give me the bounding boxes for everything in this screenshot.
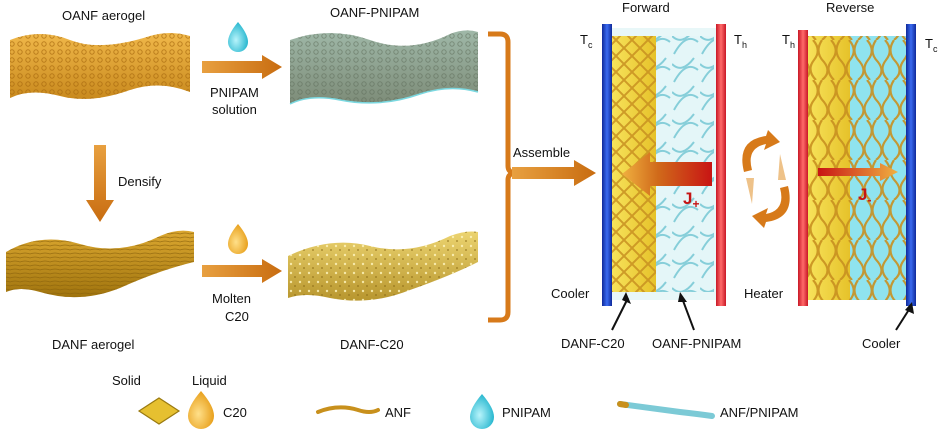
solid-c20-icon xyxy=(137,397,181,425)
oanf-aerogel-label: OANF aerogel xyxy=(62,8,145,23)
legend-pnipam-label: PNIPAM xyxy=(502,405,551,420)
c20-arrow xyxy=(202,259,282,283)
assemble-arrow xyxy=(512,160,596,186)
reverse-cooler-label: Cooler xyxy=(862,336,901,351)
reverse-flux-label: J- xyxy=(858,185,871,207)
pnipam-droplet-icon xyxy=(228,22,248,52)
forward-flux-arrow xyxy=(622,152,712,196)
reverse-cooler-pointer xyxy=(895,307,911,331)
oanf-pnipam-label: OANF-PNIPAM xyxy=(330,5,419,20)
forward-tc: Tc xyxy=(580,32,593,50)
legend-c20-label: C20 xyxy=(223,405,247,420)
molten-c20-line2: C20 xyxy=(225,309,249,324)
anf-fiber-icon xyxy=(316,405,380,414)
forward-danf-c20-label: DANF-C20 xyxy=(561,336,625,351)
switch-cycle-icon xyxy=(742,130,790,228)
forward-th: Th xyxy=(734,32,747,50)
legend-liquid-label: Liquid xyxy=(192,373,227,388)
liquid-c20-icon xyxy=(188,391,214,429)
forward-hot-plate xyxy=(716,24,726,306)
densify-arrow xyxy=(86,145,114,222)
legend: Solid Liquid C20 ANF PNIPAM ANF/PNIPAM xyxy=(112,373,799,429)
anf-pnipam-fiber-icon xyxy=(617,401,715,419)
danf-aerogel-sample xyxy=(6,230,194,298)
assemble-bracket xyxy=(488,31,517,323)
oanf-aerogel-sample xyxy=(10,33,190,99)
forward-title: Forward xyxy=(622,0,670,15)
legend-solid-label: Solid xyxy=(112,373,141,388)
oanf-pnipam-sample xyxy=(289,30,479,105)
pnipam-arrow xyxy=(202,55,282,79)
forward-device xyxy=(602,24,726,306)
danf-aerogel-label: DANF aerogel xyxy=(52,337,134,352)
pnipam-solution-line2: solution xyxy=(212,102,257,117)
danf-c20-sample xyxy=(288,231,478,301)
c20-droplet-icon xyxy=(228,224,248,254)
danf-c20-label: DANF-C20 xyxy=(340,337,404,352)
reverse-heater-label: Heater xyxy=(744,286,784,301)
forward-flux-label: J+ xyxy=(683,189,699,211)
reverse-th: Th xyxy=(782,32,795,50)
molten-c20-line1: Molten xyxy=(212,291,251,306)
reverse-cold-plate xyxy=(906,24,916,306)
reverse-title: Reverse xyxy=(826,0,874,15)
densify-label: Densify xyxy=(118,174,162,189)
forward-cooler-label: Cooler xyxy=(551,286,590,301)
legend-anf-label: ANF xyxy=(385,405,411,420)
reverse-flux-arrow xyxy=(818,163,898,181)
pnipam-droplet-legend-icon xyxy=(470,394,494,429)
reverse-hot-plate xyxy=(798,30,808,306)
reverse-device xyxy=(798,24,916,306)
assemble-label: Assemble xyxy=(513,145,570,160)
reverse-tc: Tc xyxy=(925,36,938,54)
pnipam-solution-line1: PNIPAM xyxy=(210,85,259,100)
oanf-pnipam-pointer xyxy=(681,297,695,331)
danf-c20-pointer xyxy=(611,297,629,331)
forward-cold-plate xyxy=(602,24,612,306)
legend-anf-pnipam-label: ANF/PNIPAM xyxy=(720,405,799,420)
forward-oanf-pnipam-label: OANF-PNIPAM xyxy=(652,336,741,351)
